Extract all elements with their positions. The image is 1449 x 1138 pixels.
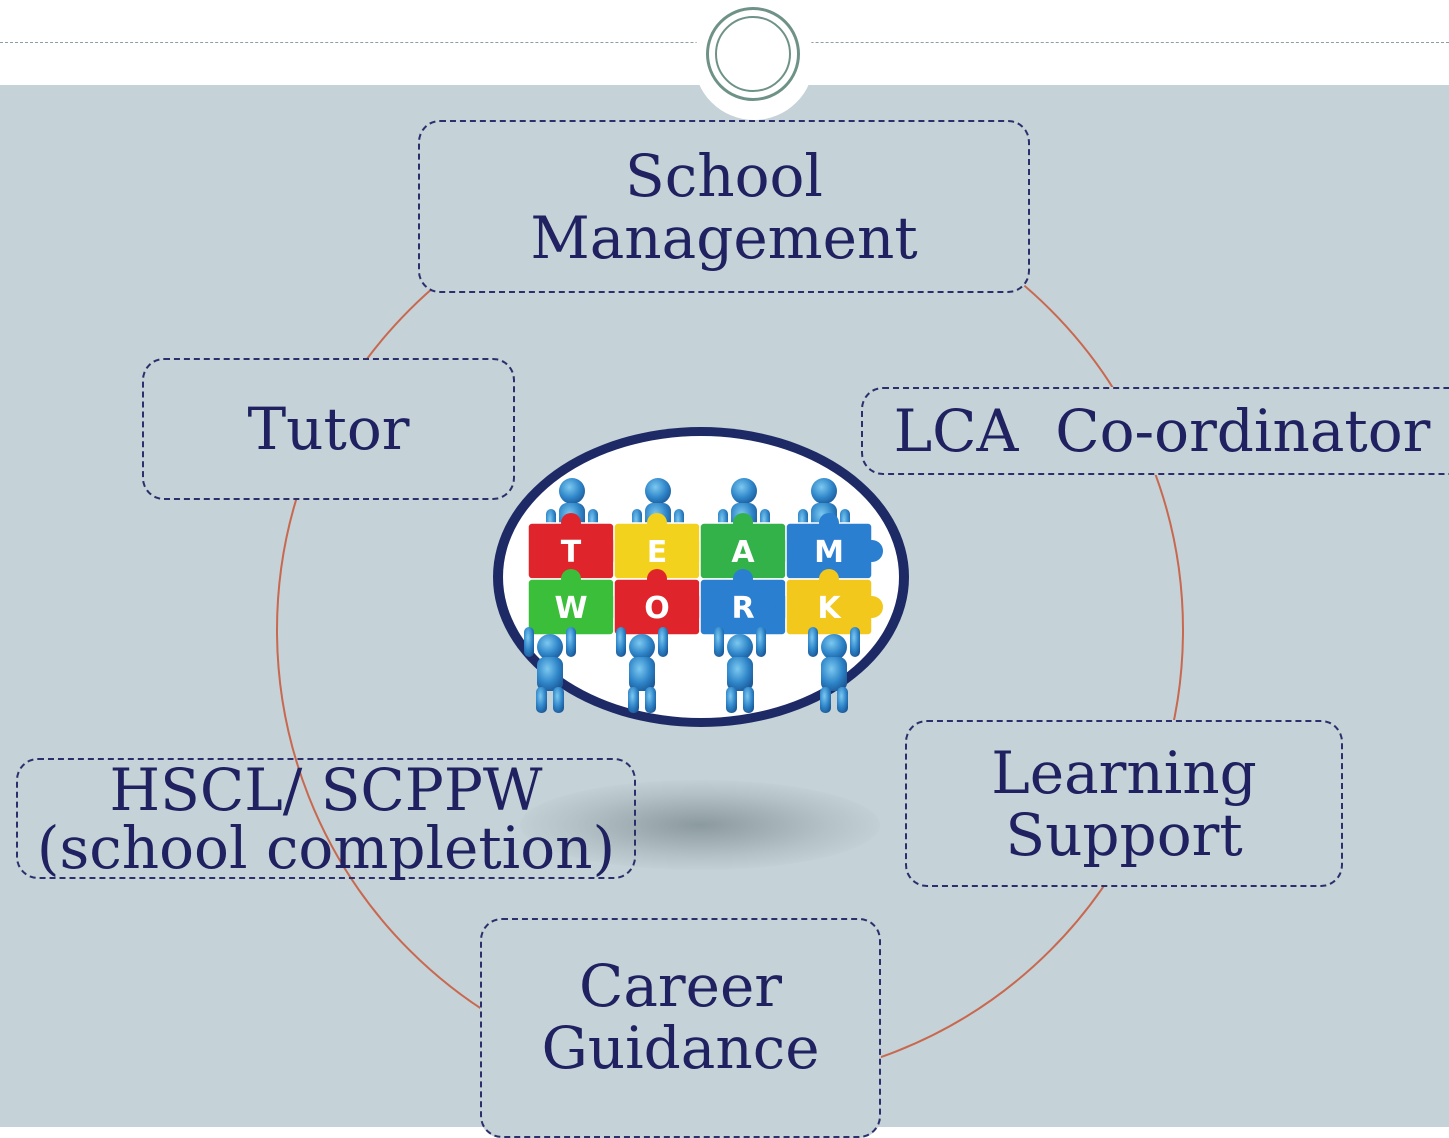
puzzle-piece-top: T	[527, 513, 625, 580]
node-lca-coordinator: LCA Co-ordinator	[861, 387, 1449, 475]
puzzle-letter: A	[731, 535, 755, 570]
puzzle-piece-bottom: O	[613, 569, 711, 636]
node-hscl-scppw: HSCL/ SCPPW (school completion)	[16, 758, 636, 879]
center-image-shadow	[520, 780, 880, 870]
node-label-lca-coordinator: LCA Co-ordinator	[893, 397, 1431, 465]
ornament-outer-ring	[706, 7, 800, 101]
puzzle-letter: R	[731, 591, 754, 626]
node-label-school-management: School Management	[530, 141, 918, 272]
node-label-hscl-scppw: HSCL/ SCPPW (school completion)	[36, 755, 616, 882]
puzzle-grid: T E A M W O R K	[527, 513, 883, 636]
person-figure	[524, 627, 576, 713]
puzzle-piece-top: M	[785, 513, 883, 580]
puzzle-letter: M	[814, 535, 844, 570]
figures-bottom-row	[524, 627, 860, 713]
node-school-management: School Management	[418, 120, 1030, 293]
puzzle-letter: K	[817, 591, 842, 626]
header-ring-ornament	[694, 0, 814, 120]
puzzle-letter: W	[554, 591, 587, 626]
puzzle-piece-bottom: R	[699, 569, 797, 636]
puzzle-piece-bottom: K	[785, 569, 883, 636]
teamwork-puzzle-image: T E A M W O R K	[493, 427, 909, 727]
node-tutor: Tutor	[142, 358, 515, 500]
puzzle-letter: O	[644, 591, 670, 626]
node-label-learning-support: Learning Support	[991, 738, 1257, 869]
node-learning-support: Learning Support	[905, 720, 1343, 887]
person-figure	[808, 627, 860, 713]
node-label-career-guidance: Career Guidance	[541, 952, 820, 1082]
person-figure	[714, 627, 766, 713]
ornament-inner-ring	[715, 16, 791, 92]
node-label-tutor: Tutor	[247, 395, 410, 463]
puzzle-letter: T	[561, 535, 582, 570]
puzzle-piece-top: A	[699, 513, 797, 580]
puzzle-piece-bottom: W	[527, 569, 625, 636]
puzzle-piece-top: E	[613, 513, 711, 580]
person-figure	[616, 627, 668, 713]
node-career-guidance: Career Guidance	[480, 918, 881, 1138]
puzzle-letter: E	[647, 535, 668, 570]
